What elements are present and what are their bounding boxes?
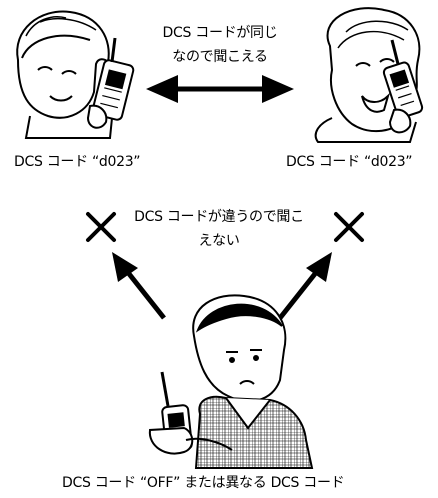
middle-note: DCS コードが違うので聞こ えない — [124, 208, 314, 250]
arrow-up-left-icon — [112, 252, 166, 320]
top-note-line2: なので聞こえる — [172, 49, 268, 65]
right-person-code-label: DCS コード “d023” — [286, 154, 413, 170]
right-person-illustration — [314, 7, 424, 143]
top-note: DCS コードが同じ なので聞こえる — [150, 24, 290, 66]
double-arrow-icon — [146, 75, 294, 103]
top-note-line1: DCS コードが同じ — [162, 25, 278, 41]
arrow-up-right-icon — [278, 252, 332, 320]
cross-icon — [86, 212, 116, 242]
cross-icon — [334, 212, 364, 242]
left-person-illustration — [16, 10, 135, 139]
bottom-person-illustration — [148, 294, 314, 469]
left-person-code-label: DCS コード “d023” — [14, 154, 141, 170]
bottom-caption: DCS コード “OFF” または異なる DCS コード — [62, 475, 345, 491]
middle-note-line1: DCS コードが違うので聞こ — [134, 209, 304, 225]
middle-note-line2: えない — [198, 233, 240, 249]
